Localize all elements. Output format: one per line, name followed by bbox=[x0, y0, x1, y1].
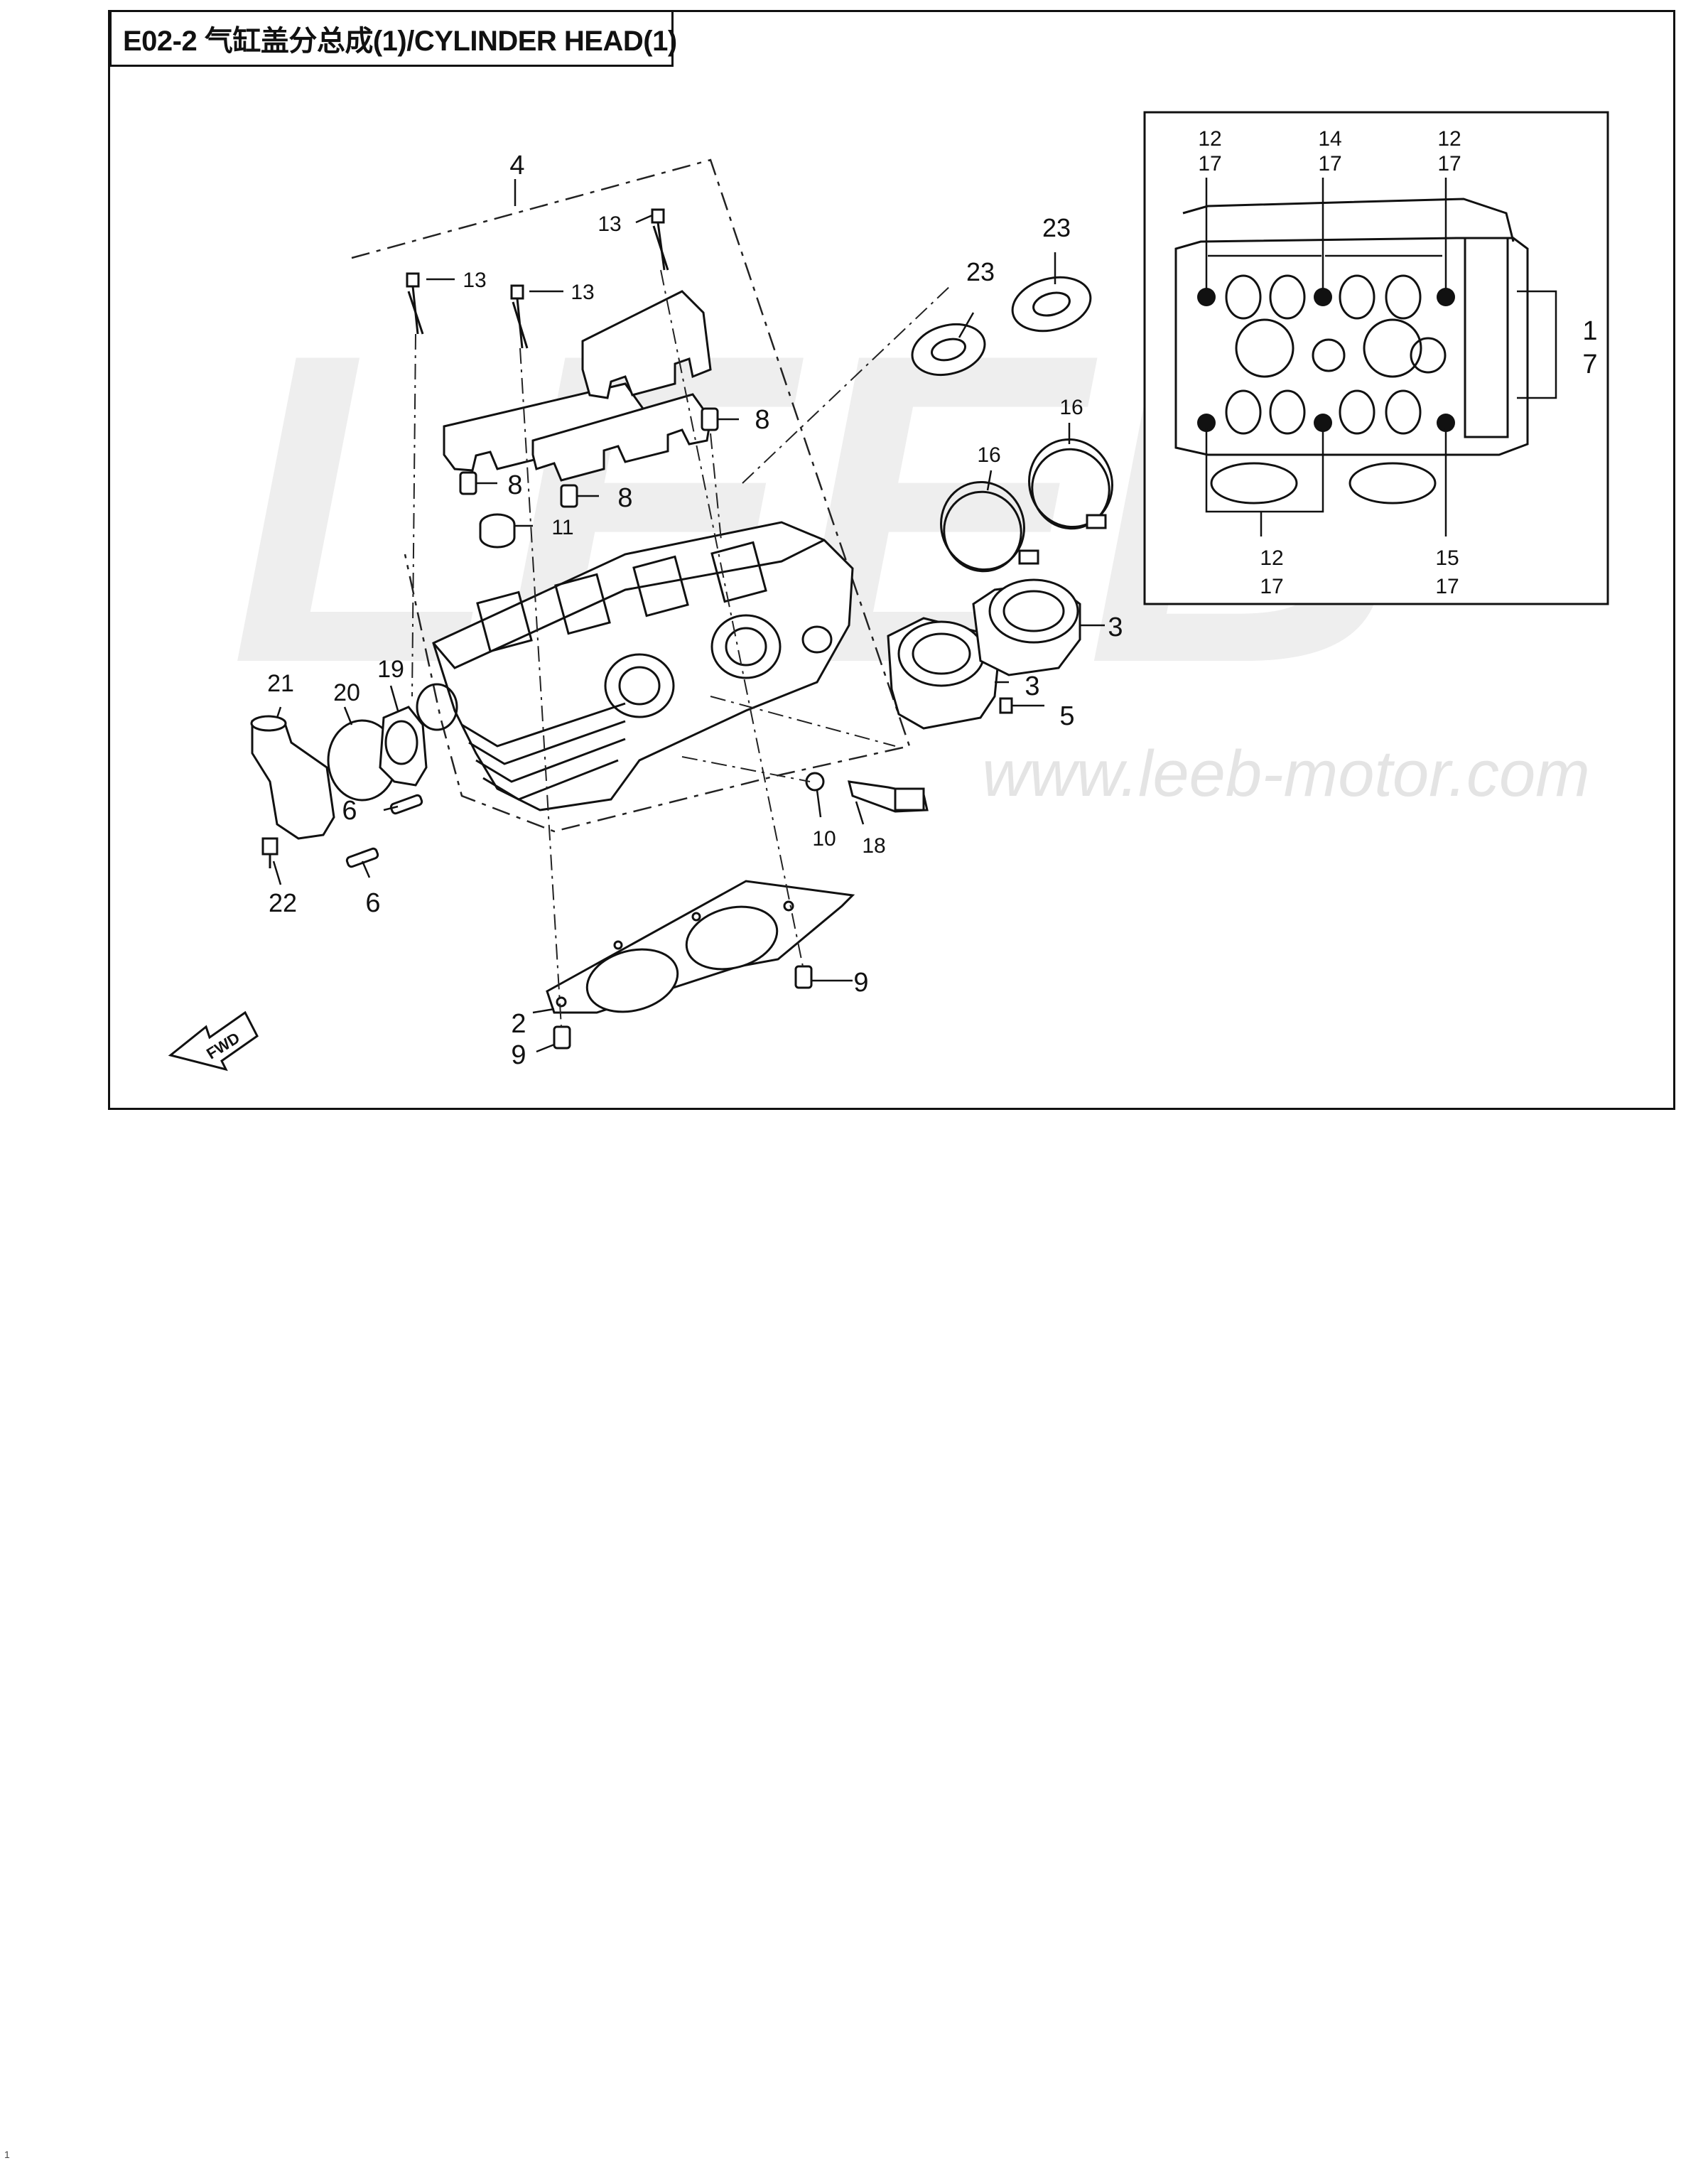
callout-16-left: 16 bbox=[977, 443, 1000, 467]
diagram-frame bbox=[108, 10, 1675, 1110]
hose-clamps-16 bbox=[940, 438, 1113, 573]
dowel-pins-9 bbox=[553, 965, 813, 1050]
callout-13-top: 13 bbox=[598, 212, 621, 236]
camshaft-caps bbox=[443, 290, 712, 482]
page-title-text: E02-2 气缸盖分总成(1)/CYLINDER HEAD(1) bbox=[123, 26, 677, 57]
callout-6-lower: 6 bbox=[365, 888, 380, 918]
inset-callout-15: 15 bbox=[1435, 546, 1459, 570]
callout-numbers: 4 13 13 13 8 8 8 11 23 23 16 16 3 3 5 10… bbox=[267, 127, 1597, 1070]
inset-callout-17-b: 17 bbox=[1318, 152, 1341, 176]
inset-callout-17-c: 17 bbox=[1437, 152, 1461, 176]
inset-top-view bbox=[1143, 111, 1609, 605]
callout-22: 22 bbox=[269, 888, 297, 917]
callout-8-left: 8 bbox=[507, 470, 522, 500]
callout-16-right: 16 bbox=[1059, 396, 1083, 419]
intake-rings-23 bbox=[911, 276, 1092, 376]
forward-direction-arrow: FWD bbox=[168, 1010, 259, 1072]
callout-3-upper: 3 bbox=[1108, 613, 1123, 642]
callout-21: 21 bbox=[267, 670, 294, 697]
callout-9-right: 9 bbox=[853, 968, 868, 998]
inset-callout-1: 1 bbox=[1582, 316, 1597, 346]
inset-callout-7: 7 bbox=[1582, 350, 1597, 379]
temperature-sensor-18 bbox=[805, 772, 929, 813]
callout-2: 2 bbox=[511, 1009, 526, 1039]
group-4-dashed-outline bbox=[351, 158, 911, 833]
callout-9-left: 9 bbox=[511, 1040, 526, 1070]
callout-8-mid: 8 bbox=[617, 483, 632, 513]
inset-callout-12-a: 12 bbox=[1198, 127, 1221, 151]
leader-guide-lines bbox=[411, 269, 953, 1027]
seal-11 bbox=[479, 513, 516, 549]
callout-leaders bbox=[272, 179, 1105, 1053]
bolts-13 bbox=[406, 208, 669, 349]
screw-5 bbox=[999, 697, 1013, 714]
callout-18: 18 bbox=[862, 834, 885, 858]
dowel-pins-8 bbox=[459, 407, 719, 508]
callout-13-mid: 13 bbox=[571, 281, 594, 304]
callout-19: 19 bbox=[377, 656, 404, 683]
callout-8-right: 8 bbox=[755, 405, 769, 435]
callout-13-left: 13 bbox=[463, 269, 486, 292]
callout-23-left: 23 bbox=[966, 257, 995, 286]
watermark-url: www.leeb-motor.com bbox=[982, 738, 1590, 810]
callout-5: 5 bbox=[1059, 701, 1074, 731]
page-number: 1 bbox=[4, 2149, 10, 2160]
inset-callout-17-d: 17 bbox=[1260, 575, 1283, 598]
callout-20: 20 bbox=[333, 679, 360, 706]
page-title: E02-2 气缸盖分总成(1)/CYLINDER HEAD(1) bbox=[109, 10, 677, 67]
head-gasket-2 bbox=[546, 880, 855, 1014]
inset-callout-17-e: 17 bbox=[1435, 575, 1459, 598]
inset-callout-14: 14 bbox=[1318, 127, 1341, 151]
callout-10: 10 bbox=[812, 827, 836, 851]
callout-3-lower: 3 bbox=[1025, 671, 1039, 701]
exploded-view-drawing: LEEB www.leeb-motor.com bbox=[168, 111, 1609, 1072]
inset-callout-12-b: 12 bbox=[1437, 127, 1461, 151]
callout-4: 4 bbox=[509, 151, 524, 180]
callout-23-right: 23 bbox=[1042, 213, 1071, 242]
callout-6-upper: 6 bbox=[342, 796, 357, 826]
cylinder-head bbox=[416, 521, 854, 811]
inset-callout-12-c: 12 bbox=[1260, 546, 1283, 570]
intake-manifolds-3 bbox=[887, 578, 1081, 730]
thermostat-housing bbox=[250, 706, 428, 868]
studs-6 bbox=[345, 794, 423, 868]
callout-11: 11 bbox=[551, 516, 573, 539]
inset-callout-17-a: 17 bbox=[1198, 152, 1221, 176]
